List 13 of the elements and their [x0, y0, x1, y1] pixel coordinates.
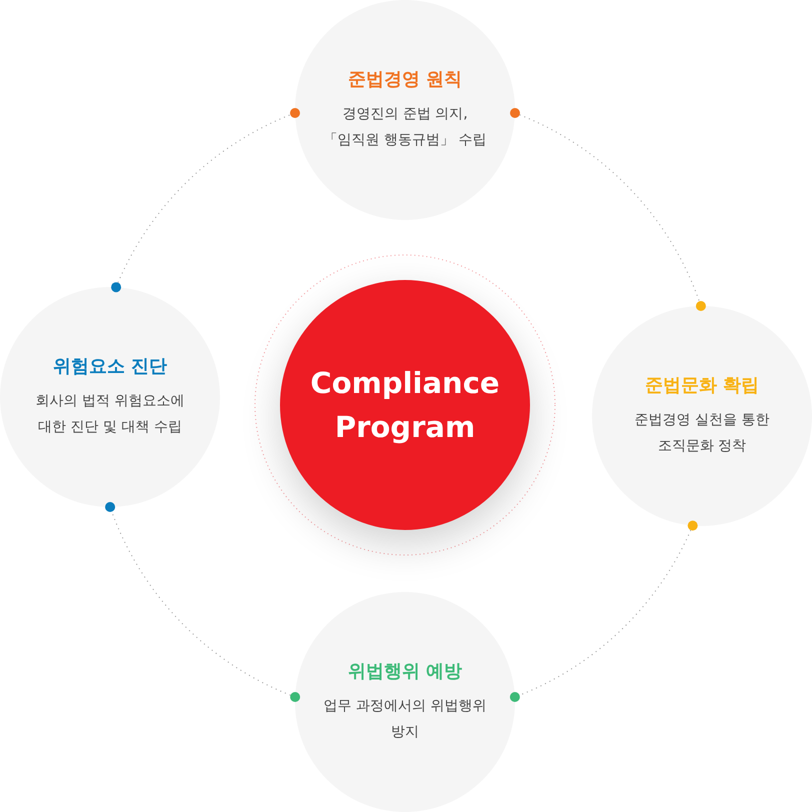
- step-description: 경영진의 준법 의지, 「임직원 행동규범」 수립: [322, 105, 488, 150]
- dotted-connector: [510, 520, 698, 702]
- dotted-connector: [105, 502, 300, 702]
- step-description: 준법경영 실천을 통한 조직문화 정착: [634, 411, 770, 456]
- dotted-connector: [111, 108, 300, 292]
- step-title: 준법문화 확립: [644, 374, 760, 397]
- step-title: 위험요소 진단: [52, 355, 168, 378]
- center-title: Compliance Program: [309, 365, 501, 446]
- step-description: 업무 과정에서의 위법행위 방지: [322, 697, 488, 742]
- step-description: 회사의 법적 위험요소에 대한 진단 및 대책 수립: [34, 392, 186, 437]
- dotted-connector: [510, 108, 706, 311]
- step-title: 준법경영 원칙: [348, 68, 462, 91]
- step-title: 위법행위 예방: [348, 660, 462, 683]
